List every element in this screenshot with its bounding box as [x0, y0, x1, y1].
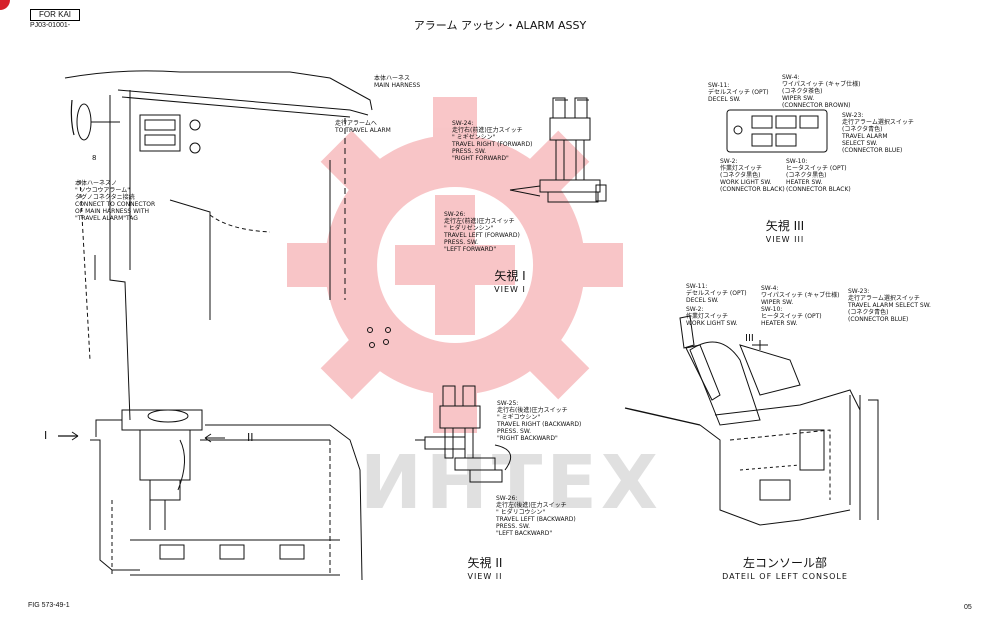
view2-title-en: VIEW II	[467, 572, 503, 581]
view3-marker-label: III	[745, 333, 754, 344]
left-frame-lower	[58, 409, 363, 581]
console-sw11-label: SW-11: デセルスイッチ (OPT) DECEL SW.	[686, 283, 747, 304]
for-kai-box: FOR KAI	[30, 9, 81, 21]
view1-title-en: VIEW I	[494, 285, 526, 294]
view3-sw10-label: SW-10: ヒータスイッチ (OPT) (コネクタ黒色) HEATER SW.…	[786, 158, 851, 193]
view3-title-en: VIEW III	[765, 235, 805, 244]
page-title: アラーム アッセン・ALARM ASSY	[413, 19, 587, 32]
left-frame-upper	[64, 70, 391, 421]
console-sw2-label: SW-2: 作業灯スイッチ WORK LIGHT SW.	[686, 306, 738, 327]
view2-title-jp: 矢視 II	[467, 556, 503, 570]
console-sw23-label: SW-23: 走行アラーム選択スイッチ TRAVEL ALARM SELECT …	[848, 288, 931, 323]
sw25-label: SW-25: 走行右(後進)圧力スイッチ " ミギコウシン" TRAVEL RI…	[497, 400, 582, 442]
console-title-en: DATEIL OF LEFT CONSOLE	[722, 572, 848, 581]
watermark-text: ИНТЕХ	[360, 440, 662, 526]
sw26b-label: SW-26: 走行左(後進)圧力スイッチ " ヒダリコウシン" TRAVEL L…	[496, 495, 576, 537]
page-number: 05	[964, 604, 972, 611]
view3-sw2-label: SW-2: 作業灯スイッチ (コネクタ黒色) WORK LIGHT SW. (C…	[720, 158, 785, 193]
main-harness-label: 本体ハーネス MAIN HARNESS	[374, 75, 421, 89]
connect-note-label: 本体ハーネスノ " ソウコウアラーム" タグノコネクタニ接続 CONNECT T…	[75, 180, 156, 222]
console-title-jp: 左コンソール部	[742, 556, 827, 570]
view2-pressure-switches	[415, 385, 512, 483]
sw26-label: SW-26: 走行左(前進)圧力スイッチ " ヒダリゼンシン" TRAVEL L…	[444, 211, 520, 253]
corner-red-mark	[0, 0, 10, 10]
arrow-2-label: II	[247, 431, 254, 444]
view3-title-jp: 矢視 III	[765, 219, 805, 233]
part-8-label: 8	[92, 154, 97, 162]
view3-switch-panel	[726, 109, 828, 153]
sw24-label: SW-24: 走行右(前進)圧力スイッチ " ミギゼンシン" TRAVEL RI…	[452, 120, 533, 162]
part-code: PJ03-01001-	[30, 22, 71, 29]
console-sw10-label: SW-10: ヒータスイッチ (OPT) HEATER SW.	[761, 306, 822, 327]
view1-title-jp: 矢視 I	[494, 269, 526, 283]
view3-sw23-label: SW-23: 走行アラーム選択スイッチ (コネクタ青色) TRAVEL ALAR…	[842, 112, 914, 154]
view1-pressure-switches	[509, 97, 607, 203]
view3-sw4-label: SW-4: ワイパスイッチ (キャブ仕様) (コネクタ茶色) WIPER SW.…	[782, 74, 861, 109]
console-sw4-label: SW-4: ワイパスイッチ (キャブ仕様) WIPER SW.	[761, 285, 840, 306]
figure-number: FIG 573-49-1	[28, 602, 70, 609]
arrow-1-label: I	[44, 429, 48, 442]
travel-alarm-label: 走行アラームへ TO TRAVEL ALARM	[335, 120, 391, 134]
view3-sw11-label: SW-11: デセルスイッチ (OPT) DECEL SW.	[708, 82, 769, 103]
left-console-drawing	[624, 315, 879, 526]
